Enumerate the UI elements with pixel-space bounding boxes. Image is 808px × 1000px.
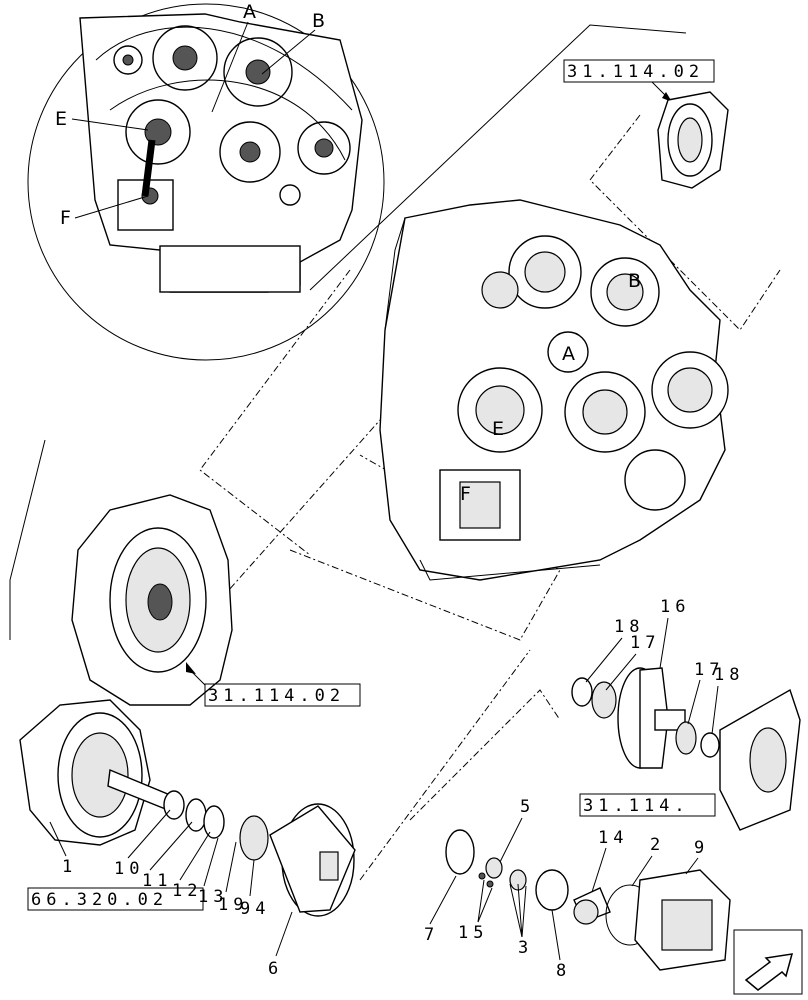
- inset-label-B: B: [312, 10, 325, 32]
- large-cover-group: 31.114.02: [71, 494, 361, 707]
- part-label-3: 3: [518, 938, 533, 958]
- part-label-18b: 18: [714, 665, 744, 685]
- inset-label-F: F: [60, 207, 71, 229]
- ref-box-middle: [204, 683, 361, 707]
- part-label-1: 1: [62, 857, 77, 877]
- housing-label-A: A: [562, 343, 575, 365]
- clutch-assembly-group: 1 10 11 12 13 19 94 66.320.02 6: [19, 699, 356, 979]
- inset-label-A: A: [243, 1, 256, 23]
- part-label-13: 13: [198, 887, 228, 907]
- lower-right-parts-group: 5 7 15 3 8 14 2 9: [424, 797, 731, 981]
- transmission-housing: B A E F: [379, 199, 729, 581]
- part-label-11: 11: [142, 871, 172, 891]
- part-label-2: 2: [650, 835, 665, 855]
- nav-arrow-button[interactable]: [733, 929, 803, 995]
- housing-label-F: F: [460, 483, 471, 505]
- part-label-7: 7: [424, 925, 439, 945]
- part-label-10: 10: [114, 859, 144, 879]
- ref-box-right: [579, 793, 716, 817]
- part-label-18a: 18: [614, 617, 644, 637]
- part-label-15: 15: [458, 923, 488, 943]
- ref-top: 31.114.02: [567, 62, 704, 82]
- inset-label-E: E: [55, 108, 67, 130]
- part-label-17a: 17: [630, 633, 660, 653]
- part-label-14: 14: [598, 828, 628, 848]
- part-label-8: 8: [556, 961, 571, 981]
- part-label-12: 12: [172, 881, 202, 901]
- housing-label-E: E: [492, 418, 504, 440]
- ref-box-left: [27, 887, 204, 911]
- part-label-94: 94: [240, 899, 270, 919]
- top-cover-group: 31.114.02: [563, 59, 729, 189]
- part-label-5: 5: [520, 797, 535, 817]
- part-label-19: 19: [218, 895, 248, 915]
- inset-detail: A B E F: [9, 1, 687, 640]
- ref-right: 31.114.: [583, 796, 690, 816]
- ref-middle: 31.114.02: [208, 686, 345, 706]
- right-shaft-group: 31.114. 18 17 16 17 18: [571, 597, 801, 831]
- ref-left: 66.320.02: [31, 890, 168, 910]
- connector-lines: [199, 114, 781, 881]
- part-label-9: 9: [694, 838, 709, 858]
- arrow-icon: [744, 953, 794, 991]
- part-label-17b: 17: [694, 660, 724, 680]
- part-label-16: 16: [660, 597, 690, 617]
- part-label-6: 6: [268, 959, 283, 979]
- housing-label-B: B: [628, 270, 641, 292]
- ref-box-top: [563, 59, 715, 83]
